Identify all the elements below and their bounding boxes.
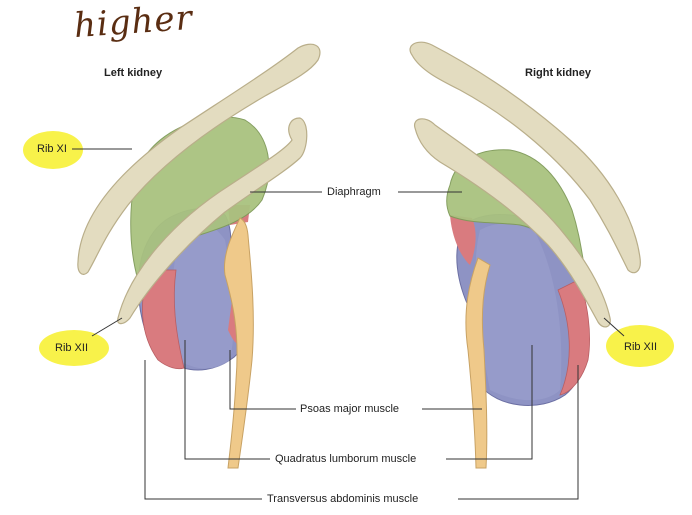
right-kidney-title: Right kidney — [525, 67, 591, 80]
label-rib-xii-right: Rib XII — [624, 341, 657, 354]
left-kidney-title: Left kidney — [104, 67, 162, 80]
label-rib-xi: Rib XI — [37, 143, 67, 156]
label-rib-xii-left: Rib XII — [55, 342, 88, 355]
leader-rib-xii-left — [92, 318, 122, 336]
label-psoas-major: Psoas major muscle — [300, 403, 399, 416]
label-transversus-abdominis: Transversus abdominis muscle — [267, 493, 418, 506]
label-quadratus-lumborum: Quadratus lumborum muscle — [275, 453, 416, 466]
label-diaphragm: Diaphragm — [327, 186, 381, 199]
